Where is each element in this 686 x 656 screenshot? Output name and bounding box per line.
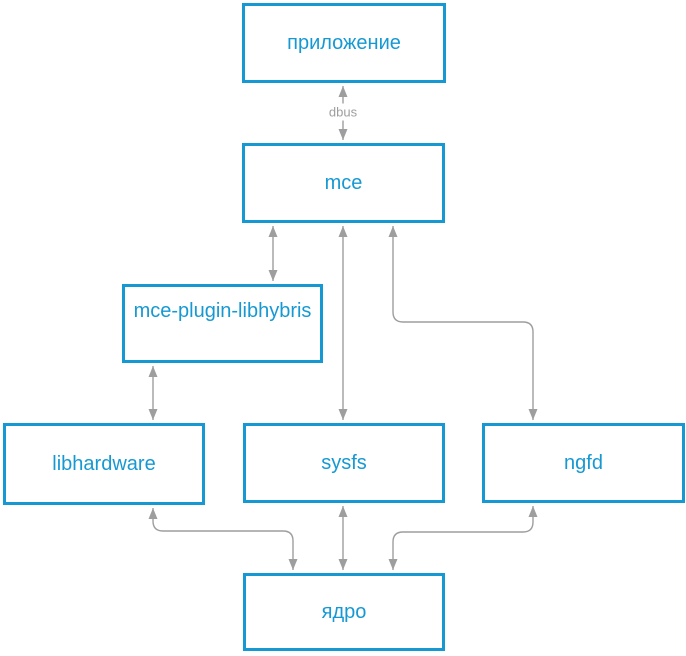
node-yadro: ядро bbox=[243, 573, 445, 651]
edge-mce-ngfd bbox=[388, 226, 538, 420]
edge-label-dbus: dbus bbox=[325, 103, 361, 121]
node-prilozhenie: приложение bbox=[242, 3, 446, 83]
node-ngfd: ngfd bbox=[482, 423, 685, 503]
node-libhardware: libhardware bbox=[3, 423, 205, 505]
node-mce: mce bbox=[242, 143, 445, 223]
edge-ngfd-yadro bbox=[388, 506, 538, 570]
edge-libhardware-yadro bbox=[148, 508, 298, 570]
node-mce-plugin-libhybris: mce-plugin-libhybris bbox=[122, 284, 323, 363]
node-sysfs: sysfs bbox=[243, 423, 445, 503]
